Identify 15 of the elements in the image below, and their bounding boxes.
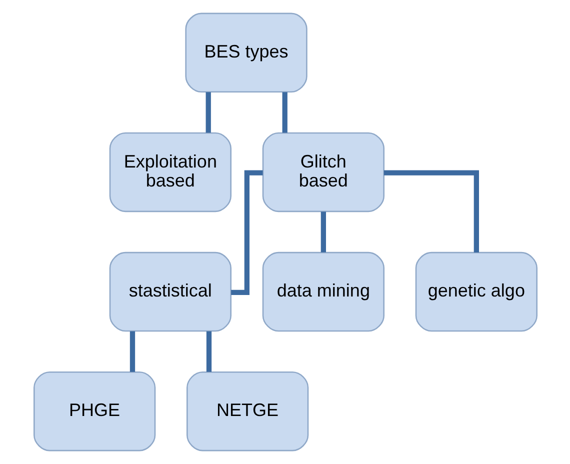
connector — [129, 331, 135, 372]
connector — [383, 170, 478, 253]
node-box: genetic algo — [414, 252, 537, 332]
node-box: PHGE — [33, 372, 156, 452]
node-box: stastistical — [108, 252, 231, 332]
connector — [205, 92, 210, 133]
node-box: BES types — [184, 12, 307, 92]
node-box: data mining — [262, 252, 384, 332]
connector — [206, 331, 212, 372]
connector — [230, 170, 262, 295]
connector — [320, 212, 326, 252]
connector — [282, 92, 287, 133]
node-box: Exploitation based — [108, 132, 231, 212]
node-box: Glitch based — [262, 132, 384, 212]
node-box: NETGE — [186, 372, 308, 452]
